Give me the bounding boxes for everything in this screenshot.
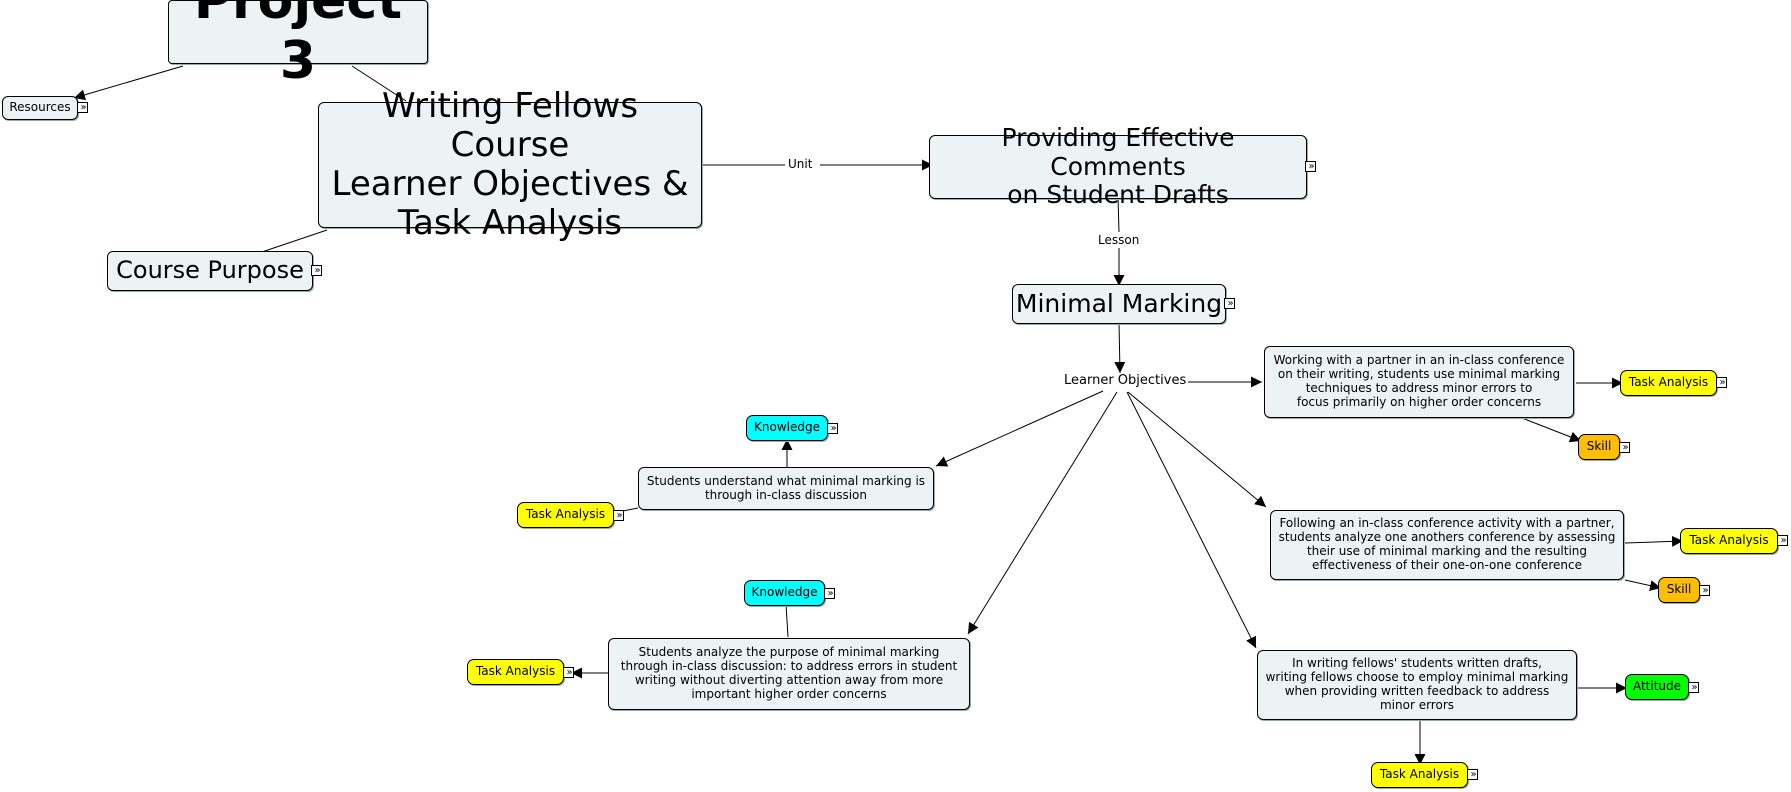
edge-lo-obj5 xyxy=(967,391,1118,635)
node-skill-1[interactable]: Skill xyxy=(1578,434,1620,460)
node-objective-written-drafts[interactable]: In writing fellows' students written dra… xyxy=(1257,650,1577,720)
expand-task-analysis-2-icon[interactable]: » xyxy=(1777,535,1788,546)
node-task-analysis-2[interactable]: Task Analysis xyxy=(1680,528,1778,554)
node-objective-written-drafts-label: In writing fellows' students written dra… xyxy=(1265,656,1569,712)
node-skill-2-label: Skill xyxy=(1666,582,1692,597)
node-objective-analyze-purpose[interactable]: Students analyze the purpose of minimal … xyxy=(608,638,970,710)
node-attitude-label: Attitude xyxy=(1632,679,1682,694)
expand-providing-icon[interactable]: » xyxy=(1305,161,1316,172)
expand-minimal-marking-icon[interactable]: » xyxy=(1224,298,1235,309)
node-providing-effective-comments[interactable]: Providing Effective Comments on Student … xyxy=(929,123,1307,209)
expand-knowledge-2-icon[interactable]: » xyxy=(824,588,835,599)
link-label-unit: Unit xyxy=(786,157,815,171)
node-resources-label: Resources xyxy=(9,100,71,115)
node-providing-effective-comments-label: Providing Effective Comments on Student … xyxy=(1001,122,1235,210)
node-skill-1-label: Skill xyxy=(1586,439,1612,454)
node-knowledge-2[interactable]: Knowledge xyxy=(744,580,825,606)
node-knowledge-1[interactable]: Knowledge xyxy=(746,415,828,441)
expand-task-analysis-5-icon[interactable]: » xyxy=(563,667,574,678)
node-task-analysis-3-label: Task Analysis xyxy=(1379,767,1460,782)
node-objective-understand-label: Students understand what minimal marking… xyxy=(646,473,926,502)
node-task-analysis-4[interactable]: Task Analysis xyxy=(517,502,614,528)
node-task-analysis-1[interactable]: Task Analysis xyxy=(1620,370,1717,396)
expand-task-analysis-4-icon[interactable]: » xyxy=(613,510,624,521)
edge-obj2-ta2 xyxy=(1624,535,1684,547)
node-course-purpose[interactable]: Course Purpose xyxy=(107,251,313,291)
node-writing-fellows-course-label: Writing Fellows Course Learner Objective… xyxy=(331,85,689,244)
edge-lo-obj2 xyxy=(1127,391,1267,508)
node-task-analysis-1-label: Task Analysis xyxy=(1628,375,1709,390)
node-objective-understand[interactable]: Students understand what minimal marking… xyxy=(638,467,934,510)
node-resources[interactable]: Resources xyxy=(2,96,78,120)
node-writing-fellows-course[interactable]: Writing Fellows Course Learner Objective… xyxy=(318,86,702,243)
node-minimal-marking[interactable]: Minimal Marking xyxy=(1012,284,1226,324)
edge-providing-lesson xyxy=(1117,196,1120,233)
expand-course-purpose-icon[interactable]: » xyxy=(311,265,322,276)
node-task-analysis-3[interactable]: Task Analysis xyxy=(1371,762,1468,788)
link-label-lesson: Lesson xyxy=(1096,233,1142,247)
node-objective-conference[interactable]: Working with a partner in an in-class co… xyxy=(1264,346,1574,418)
node-project-3[interactable]: Project 3 xyxy=(168,0,428,91)
edge-project-course xyxy=(351,65,407,102)
expand-knowledge-1-icon[interactable]: » xyxy=(827,423,838,434)
node-project-3-label: Project 3 xyxy=(193,0,403,91)
node-task-analysis-5-label: Task Analysis xyxy=(475,664,556,679)
expand-task-analysis-3-icon[interactable]: » xyxy=(1467,769,1478,780)
expand-skill-2-icon[interactable]: » xyxy=(1699,585,1710,596)
node-task-analysis-2-label: Task Analysis xyxy=(1689,533,1769,548)
node-objective-analyze-conference[interactable]: Following an in-class conference activit… xyxy=(1270,510,1624,580)
node-knowledge-2-label: Knowledge xyxy=(751,585,818,600)
node-objective-analyze-conference-label: Following an in-class conference activit… xyxy=(1278,516,1616,572)
expand-attitude-icon[interactable]: » xyxy=(1688,682,1699,693)
node-course-purpose-label: Course Purpose xyxy=(116,256,304,285)
expand-task-analysis-1-icon[interactable]: » xyxy=(1716,377,1727,388)
edge-obj2-skill2 xyxy=(1624,579,1662,591)
node-knowledge-1-label: Knowledge xyxy=(754,420,820,435)
edge-course-purpose xyxy=(255,229,328,255)
expand-resources-icon[interactable]: » xyxy=(77,102,88,113)
node-objective-conference-label: Working with a partner in an in-class co… xyxy=(1273,353,1565,409)
edge-obj1-skill1 xyxy=(1521,417,1582,443)
node-objective-analyze-purpose-label: Students analyze the purpose of minimal … xyxy=(620,645,958,701)
node-attitude[interactable]: Attitude xyxy=(1625,674,1689,700)
edge-project-resources xyxy=(73,65,184,101)
edge-obj5-know2 xyxy=(785,603,789,638)
node-skill-2[interactable]: Skill xyxy=(1658,577,1700,603)
expand-skill-1-icon[interactable]: » xyxy=(1619,442,1630,453)
edge-lo-obj3 xyxy=(1126,391,1257,649)
edge-lo-obj4 xyxy=(935,390,1104,467)
node-task-analysis-5[interactable]: Task Analysis xyxy=(467,659,564,685)
node-minimal-marking-label: Minimal Marking xyxy=(1015,288,1223,318)
node-learner-objectives[interactable]: Learner Objectives xyxy=(1062,373,1189,388)
node-task-analysis-4-label: Task Analysis xyxy=(525,507,606,522)
edge-minimal-objectives xyxy=(1114,322,1126,374)
